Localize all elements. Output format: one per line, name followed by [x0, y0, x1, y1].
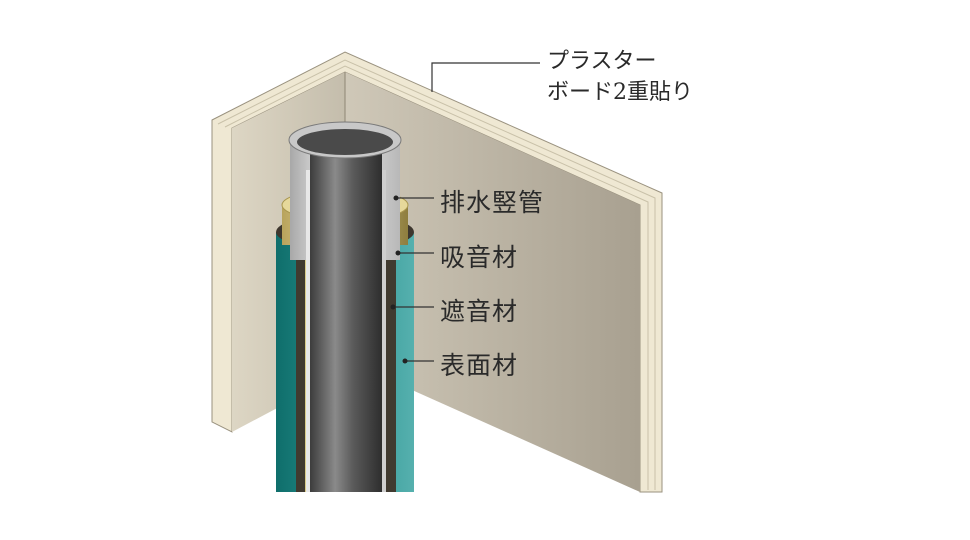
label-sound-barrier: 遮音材: [440, 297, 519, 326]
label-surface-material: 表面材: [440, 351, 519, 380]
label-sound-absorber: 吸音材: [440, 243, 519, 272]
plasterboard-label-line1: プラスター: [547, 49, 657, 74]
leader-lines: [393, 62, 540, 362]
label-drain-stack: 排水竪管: [440, 188, 545, 217]
plasterboard-label-line2: ボード2重貼り: [547, 80, 693, 105]
plasterboard-label: プラスター ボード2重貼り: [547, 46, 693, 108]
drain-pipe-assembly: [276, 121, 414, 492]
